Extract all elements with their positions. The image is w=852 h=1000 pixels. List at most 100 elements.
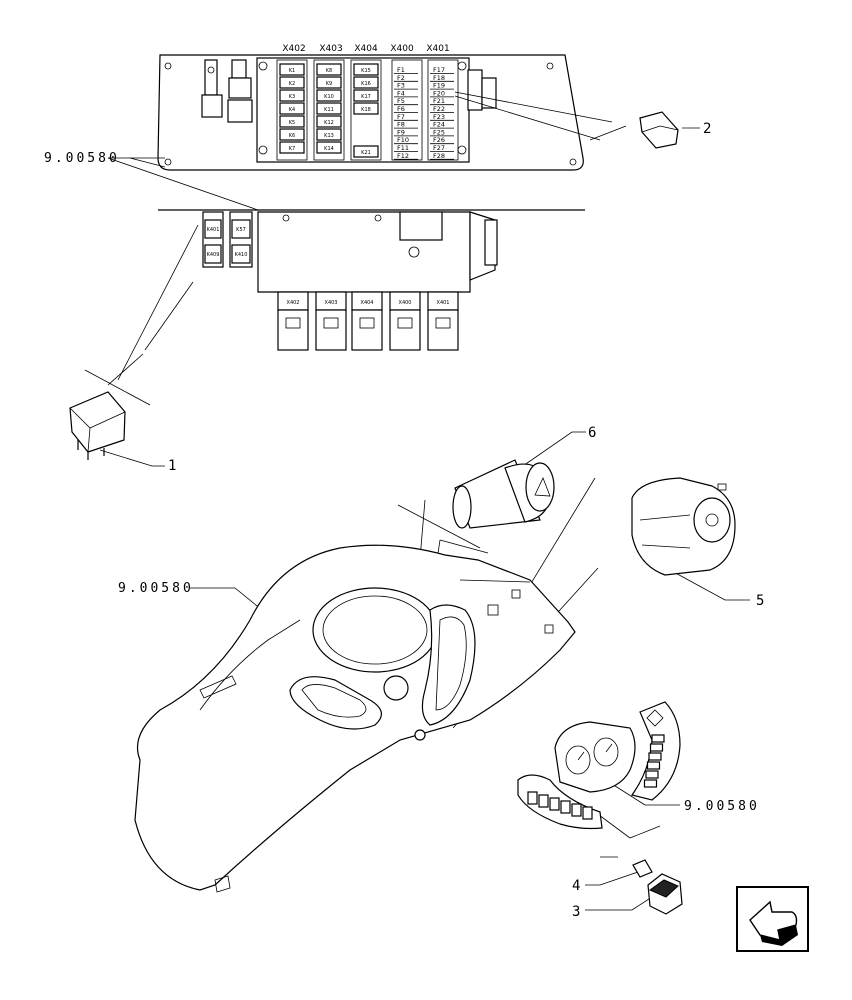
ignition-switch-part-5: [631, 477, 736, 576]
relay-label: K5: [289, 120, 295, 126]
side-relay-label: K409: [207, 252, 220, 258]
panel-switch[interactable]: [643, 779, 658, 788]
fuse-label: F11: [397, 144, 409, 152]
fuse-label: F28: [433, 152, 445, 160]
connector-label: X401: [426, 44, 449, 54]
instrument-cluster: [554, 721, 636, 793]
part-number-1: 1: [168, 458, 176, 474]
relay-label: K17: [361, 94, 371, 100]
panel-switch[interactable]: [538, 794, 549, 808]
panel-switch[interactable]: [645, 770, 659, 779]
ref-label-top: 9.00580: [44, 151, 120, 166]
fuse-label: F18: [433, 74, 445, 82]
panel-switch[interactable]: [527, 791, 538, 805]
relay-slot: [279, 76, 305, 89]
fuse-part-2: [639, 111, 679, 149]
fuse-label: F12: [397, 152, 409, 160]
fuse-label: F4: [397, 89, 405, 97]
fuse-label: F24: [433, 121, 445, 129]
panel-switch[interactable]: [571, 803, 582, 817]
side-relay-label: K410: [235, 252, 248, 258]
fuse-label: F21: [433, 97, 445, 105]
part-number-2: 2: [703, 121, 711, 137]
relay-slot: [279, 63, 305, 76]
panel-switch[interactable]: [582, 806, 593, 820]
relay-label: K2: [289, 81, 295, 87]
connector-box-label: X401: [437, 300, 450, 306]
fuse-label: F6: [397, 105, 405, 113]
panel-switch[interactable]: [651, 734, 665, 743]
relay-slot: [279, 102, 305, 115]
fuse-label: F25: [433, 128, 445, 136]
relay-slot: [353, 145, 379, 158]
side-relay-label: K401: [207, 227, 220, 233]
relay-label: K14: [324, 146, 334, 152]
relay-label: K1: [289, 68, 295, 74]
relay-slot: [279, 128, 305, 141]
relay-label: K11: [324, 107, 334, 113]
connector-housing: [315, 309, 347, 351]
relay-slot: [316, 115, 342, 128]
relay-slot: [279, 141, 305, 154]
side-relay-label: K57: [236, 227, 246, 233]
connector-housing: [351, 309, 383, 351]
connector-housing: [389, 309, 421, 351]
fuse-label: F1: [397, 66, 405, 74]
return-arrow-icon[interactable]: [736, 886, 809, 952]
relay-label: K9: [326, 81, 332, 87]
relay-slot: [316, 128, 342, 141]
relay-slot: [279, 115, 305, 128]
part-number-5: 5: [756, 593, 764, 609]
relay-slot: [316, 102, 342, 115]
fuse-label: F23: [433, 113, 445, 121]
panel-switch[interactable]: [549, 797, 560, 811]
part-number-4: 4: [572, 878, 580, 894]
relay-label: K21: [361, 150, 371, 156]
relay-label: K8: [326, 68, 332, 74]
panel-switch[interactable]: [649, 743, 664, 752]
relay-slot: [316, 63, 342, 76]
fuse-label: F9: [397, 128, 405, 136]
fuse-label: F22: [433, 105, 445, 113]
connector-box-label: X402: [287, 300, 300, 306]
panel-switch[interactable]: [648, 752, 662, 761]
ref-label-middle: 9.00580: [118, 581, 194, 596]
part-number-6: 6: [588, 425, 596, 441]
connector-label: X404: [354, 44, 378, 54]
relay-slot: [353, 102, 379, 115]
relay-part-1: [69, 391, 126, 460]
fuse-label: F17: [433, 66, 445, 74]
connector-label: X402: [282, 44, 305, 54]
fuse-label: F26: [433, 136, 445, 144]
fuse-label: F7: [397, 113, 405, 121]
connector-label: X400: [390, 44, 414, 54]
relay-slot: [353, 76, 379, 89]
panel-switch[interactable]: [646, 761, 661, 770]
relay-label: K6: [289, 133, 295, 139]
relay-slot: [316, 141, 342, 154]
relay-label: K15: [361, 68, 371, 74]
rocker-switch-part-3: [647, 873, 683, 915]
relay-label: K7: [289, 146, 295, 152]
relay-slot: [279, 89, 305, 102]
relay-label: K13: [324, 133, 334, 139]
switch-cap-part-4: [632, 859, 653, 878]
relay-label: K16: [361, 81, 371, 87]
relay-label: K4: [289, 107, 295, 113]
hazard-switch-part-6: [452, 459, 555, 529]
connector-housing: [277, 309, 309, 351]
fuse-label: F8: [397, 121, 405, 129]
fuse-label: F20: [433, 89, 445, 97]
fuse-label: F5: [397, 97, 405, 105]
connector-box-label: X403: [325, 300, 338, 306]
connector-box-label: X404: [361, 300, 374, 306]
connector-housing: [427, 309, 459, 351]
fuse-label: F3: [397, 82, 405, 90]
ref-label-bottom: 9.00580: [684, 799, 760, 814]
fuse-label: F19: [433, 82, 445, 90]
callouts: 9.00580 9.00580 9.00580 2 1 6 5 4 3: [44, 121, 764, 920]
panel-switch[interactable]: [560, 800, 571, 814]
relay-slot: [353, 63, 379, 76]
